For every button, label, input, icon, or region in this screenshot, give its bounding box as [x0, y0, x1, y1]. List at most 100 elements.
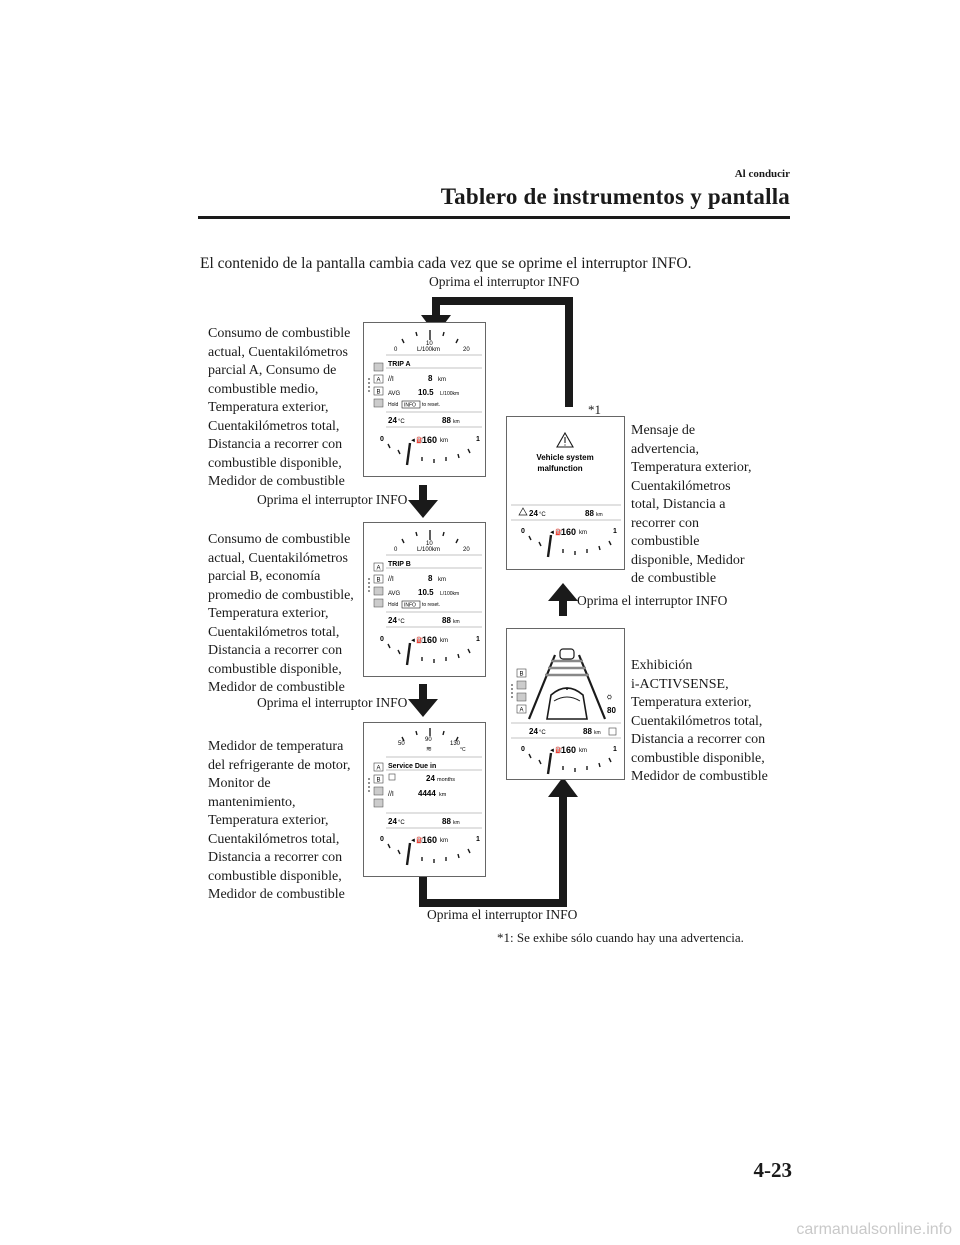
fuel-empty: 0	[521, 746, 525, 753]
range-unit: km	[440, 838, 448, 844]
scale-mid: 10	[426, 541, 433, 547]
fuel-full: 1	[476, 836, 480, 843]
outside-temp: 24	[529, 727, 538, 736]
distance-icon: //I	[388, 791, 394, 798]
trip-icon: //I	[388, 376, 394, 383]
lead-vehicle-icon	[559, 648, 575, 660]
odometer: 88	[442, 616, 451, 625]
display-icon	[608, 727, 617, 736]
display-activsense: ⛭ 80 B A 24 °C 88 km 0 1 ◄⛽ 160 km	[506, 628, 625, 780]
set-speed: 80	[607, 706, 616, 715]
fuel-pump-icon: ◄⛽	[410, 436, 424, 444]
avg-value: 10.5	[418, 588, 434, 597]
odometer: 88	[585, 509, 594, 518]
hold-key: INFO	[404, 603, 416, 609]
page-number: 4-23	[753, 1158, 793, 1182]
trip-icon: //I	[388, 576, 394, 583]
months-unit: months	[437, 777, 455, 783]
watermark: carmanualsonline.info	[796, 1221, 952, 1238]
trip-unit: km	[438, 577, 446, 583]
trip-unit: km	[438, 377, 446, 383]
coolant-screen: 50 90 130 °C ≋ Service Due in 24 months …	[368, 728, 482, 866]
range-value: 160	[422, 635, 437, 645]
odo-unit: km	[453, 820, 460, 826]
svg-text:B: B	[377, 390, 381, 396]
scale-unit: L/100km	[417, 347, 440, 353]
range-unit: km	[440, 438, 448, 444]
temp-unit: °C	[539, 512, 546, 518]
trip-b-screen: 0 10 20 L/100km TRIP B //I 8 km AVG 10.5…	[368, 530, 482, 666]
header-rule	[198, 216, 790, 219]
odo-unit: km	[453, 619, 460, 625]
press-info-label: Oprima el interruptor INFO	[257, 492, 408, 507]
scale-min: 0	[394, 347, 398, 353]
hold-key: INFO	[404, 403, 416, 409]
section-label: Al conducir	[734, 168, 790, 180]
avg-label: AVG	[388, 591, 401, 597]
warning-message-line1: Vehicle system	[536, 453, 593, 462]
svg-text:A: A	[377, 378, 381, 384]
down-arrow-2	[408, 684, 438, 717]
coolant-unit: °C	[460, 747, 466, 753]
press-info-label: Oprima el interruptor INFO	[429, 274, 580, 289]
avg-unit: L/100km	[440, 391, 459, 397]
odometer: 88	[583, 727, 592, 736]
fuel-empty: 0	[380, 836, 384, 843]
outside-temp: 24	[388, 416, 397, 425]
range-value: 160	[422, 835, 437, 845]
fuel-full: 1	[476, 436, 480, 443]
speed-limit-icon: ⛭	[607, 694, 612, 701]
temp-unit: °C	[398, 619, 405, 625]
outside-temp: 24	[388, 616, 397, 625]
svg-text:A: A	[520, 708, 524, 714]
odo-unit: km	[453, 419, 460, 425]
fuel-gauge-ticks	[528, 752, 612, 775]
fuel-full: 1	[613, 528, 617, 535]
trip-value: 8	[428, 374, 433, 383]
press-info-label: Oprima el interruptor INFO	[577, 593, 728, 608]
scale-min: 0	[394, 547, 398, 553]
warning-message-line2: malfunction	[537, 464, 582, 473]
fuel-empty: 0	[380, 436, 384, 443]
warning-screen: Vehicle system malfunction 24 °C 88 km 0…	[511, 431, 621, 558]
own-vehicle-icon	[546, 687, 588, 720]
scale-unit: L/100km	[417, 547, 440, 553]
page-title: Tablero de instrumentos y pantalla	[440, 184, 790, 209]
odo-unit: km	[594, 730, 601, 736]
fuel-pump-icon: ◄⛽	[549, 528, 563, 536]
fuel-gauge-ticks	[387, 642, 471, 666]
temp-unit: °C	[398, 820, 405, 826]
fuel-pump-icon: ◄⛽	[410, 636, 424, 644]
footnote: *1: Se exhibe sólo cuando hay una advert…	[497, 930, 744, 945]
up-arrow	[548, 583, 578, 616]
consumption-scale	[401, 330, 459, 344]
press-info-label: Oprima el interruptor INFO	[257, 695, 408, 710]
fuel-empty: 0	[521, 528, 525, 535]
scale-mid: 10	[426, 341, 433, 347]
outside-temp: 24	[388, 817, 397, 826]
range-value: 160	[561, 745, 576, 755]
range-value: 160	[561, 527, 576, 537]
months-value: 24	[426, 774, 435, 783]
down-arrow-1	[408, 485, 438, 518]
odo-unit: km	[596, 512, 603, 518]
avg-unit: L/100km	[440, 591, 459, 597]
svg-text:B: B	[377, 778, 381, 784]
fuel-pump-icon: ◄⛽	[410, 836, 424, 844]
svg-text:B: B	[377, 578, 381, 584]
coolant-icon: ≋	[426, 746, 432, 753]
odometer: 88	[442, 416, 451, 425]
loop-arrow-bottom	[419, 777, 578, 907]
range-value: 160	[422, 435, 437, 445]
km-value: 4444	[418, 789, 436, 798]
display-warning: Vehicle system malfunction 24 °C 88 km 0…	[506, 416, 625, 570]
calendar-icon	[388, 773, 396, 781]
temp-unit: °C	[539, 730, 546, 736]
fuel-gauge-ticks	[387, 442, 471, 466]
